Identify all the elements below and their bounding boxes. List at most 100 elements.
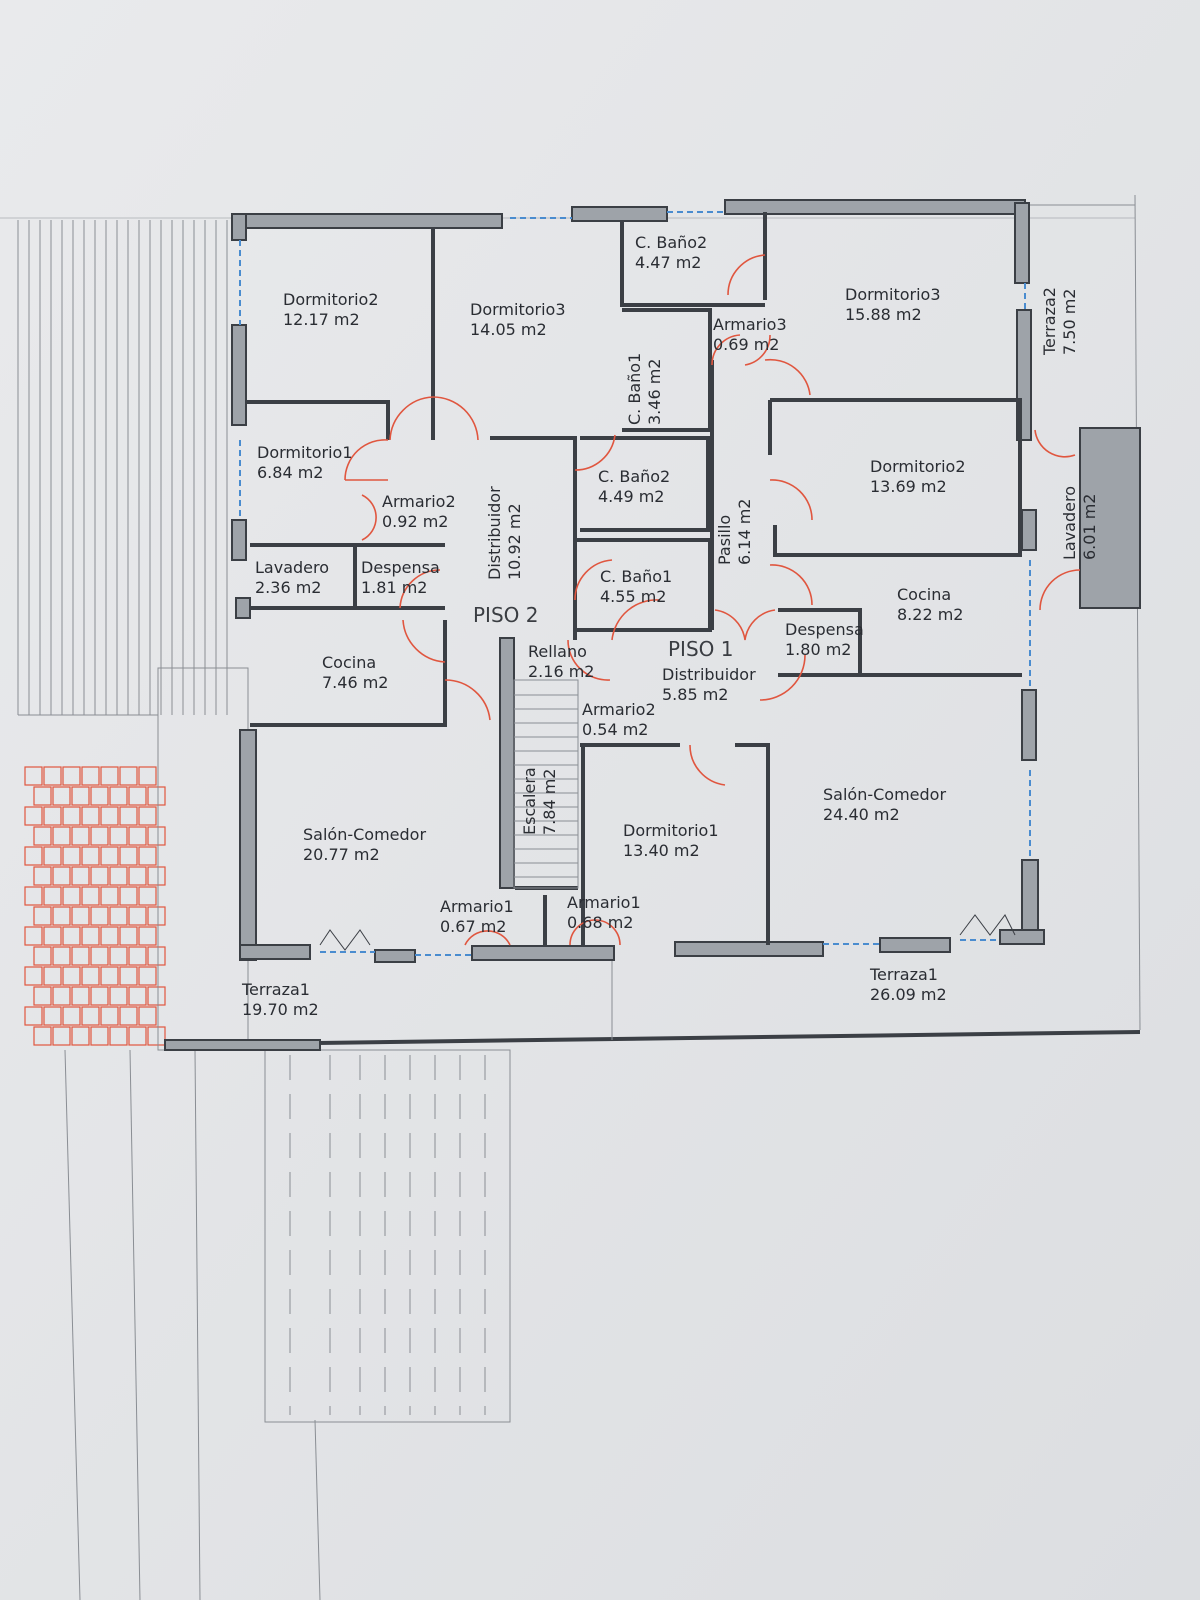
room-name: Terraza1 <box>869 965 938 984</box>
room-area: 15.88 m2 <box>845 305 922 324</box>
room-area: 0.68 m2 <box>567 913 633 932</box>
room-area: 7.84 m2 <box>540 769 559 835</box>
room-area: 2.36 m2 <box>255 578 321 597</box>
room-name: Lavadero <box>255 558 329 577</box>
room-name: Armario1 <box>567 893 641 912</box>
room-name: Armario2 <box>582 700 656 719</box>
room-area: 6.14 m2 <box>735 499 754 565</box>
room-area: 1.80 m2 <box>785 640 851 659</box>
tiled-roof <box>24 766 166 1046</box>
ramp-area <box>264 1049 511 1423</box>
room-area: 6.01 m2 <box>1080 494 1099 560</box>
doors <box>344 254 1081 946</box>
room-area: 4.47 m2 <box>635 253 701 272</box>
lower-guide-lines <box>0 194 1141 1600</box>
room-area: 7.46 m2 <box>322 673 388 692</box>
room-area: 13.40 m2 <box>623 841 700 860</box>
room-name: Dormitorio1 <box>257 443 353 462</box>
room-name: Dormitorio1 <box>623 821 719 840</box>
room-area: 20.77 m2 <box>303 845 380 864</box>
room-area: 1.81 m2 <box>361 578 427 597</box>
floor-label-piso2: PISO 2 <box>473 603 538 627</box>
room-area: 26.09 m2 <box>870 985 947 1004</box>
room-area: 6.84 m2 <box>257 463 323 482</box>
room-area: 4.49 m2 <box>598 487 664 506</box>
room-name: Distribuidor <box>485 486 504 580</box>
room-area: 2.16 m2 <box>528 662 594 681</box>
room-area: 14.05 m2 <box>470 320 547 339</box>
room-area: 24.40 m2 <box>823 805 900 824</box>
room-area: 12.17 m2 <box>283 310 360 329</box>
walls <box>231 199 1141 963</box>
room-area: 0.69 m2 <box>713 335 779 354</box>
room-name: C. Baño1 <box>625 353 644 425</box>
room-name: Lavadero <box>1060 486 1079 560</box>
room-name: Despensa <box>785 620 864 639</box>
room-name: Armario3 <box>713 315 787 334</box>
room-area: 10.92 m2 <box>505 503 524 580</box>
room-area: 3.46 m2 <box>645 359 664 425</box>
room-area: 0.54 m2 <box>582 720 648 739</box>
room-name: Salón-Comedor <box>303 825 426 844</box>
room-name: C. Baño1 <box>600 567 672 586</box>
room-name: Dormitorio3 <box>470 300 566 319</box>
room-name: Dormitorio2 <box>283 290 379 309</box>
room-area: 5.85 m2 <box>662 685 728 704</box>
room-area: 0.67 m2 <box>440 917 506 936</box>
room-name: Dormitorio3 <box>845 285 941 304</box>
room-name: Distribuidor <box>662 665 756 684</box>
room-name: Armario1 <box>440 897 514 916</box>
room-name: C. Baño2 <box>598 467 670 486</box>
room-name: Despensa <box>361 558 440 577</box>
room-name: Terraza1 <box>241 980 310 999</box>
terrace-outline <box>157 204 1141 1051</box>
room-area: 19.70 m2 <box>242 1000 319 1019</box>
room-name: Rellano <box>528 642 587 661</box>
room-area: 4.55 m2 <box>600 587 666 606</box>
staircase <box>513 679 579 889</box>
room-name: Cocina <box>897 585 951 604</box>
room-area: 8.22 m2 <box>897 605 963 624</box>
room-name: Cocina <box>322 653 376 672</box>
left-hatch-strip <box>17 220 228 716</box>
floor-label-piso1: PISO 1 <box>668 637 733 661</box>
room-name: Dormitorio2 <box>870 457 966 476</box>
room-name: Pasillo <box>715 515 734 565</box>
room-name: Escalera <box>520 767 539 835</box>
room-name: Salón-Comedor <box>823 785 946 804</box>
room-area: 0.92 m2 <box>382 512 448 531</box>
room-name: Terraza2 <box>1040 287 1059 356</box>
room-name: Armario2 <box>382 492 456 511</box>
